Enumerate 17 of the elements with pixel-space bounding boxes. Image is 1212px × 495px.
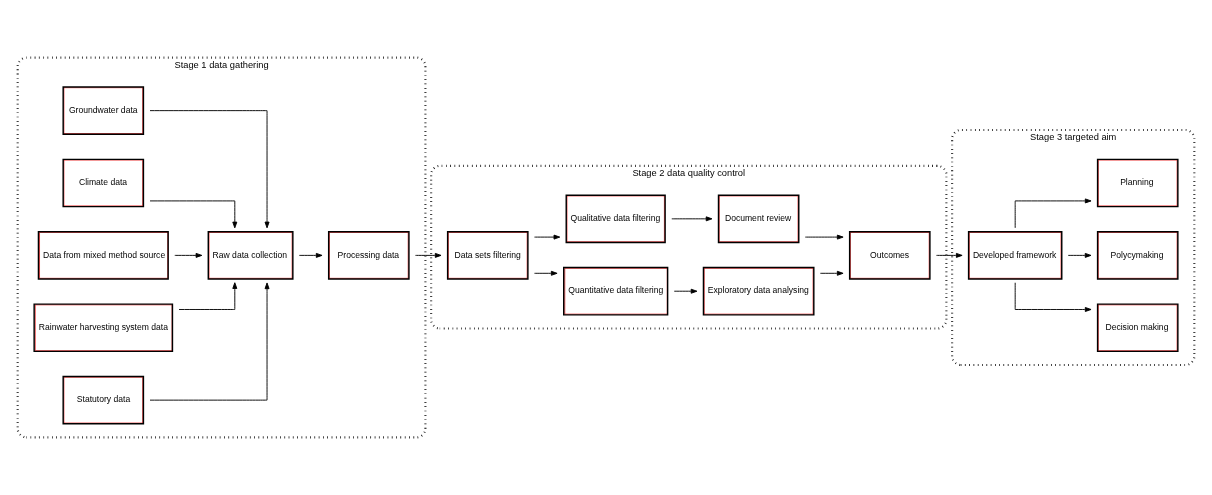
arrow	[804, 234, 844, 240]
arrow	[1014, 282, 1092, 312]
arrow	[819, 270, 844, 276]
arrow	[149, 110, 270, 229]
arrow	[415, 252, 442, 258]
arrow	[534, 270, 558, 276]
arrow	[1067, 252, 1092, 258]
arrow	[149, 200, 238, 229]
arrow	[1014, 198, 1092, 229]
arrow	[298, 252, 323, 258]
arrow	[534, 234, 561, 240]
arrow	[178, 282, 238, 310]
arrow	[149, 282, 270, 401]
arrow	[671, 216, 713, 222]
arrow	[174, 252, 203, 258]
arrow	[673, 288, 698, 294]
arrow	[936, 252, 963, 258]
